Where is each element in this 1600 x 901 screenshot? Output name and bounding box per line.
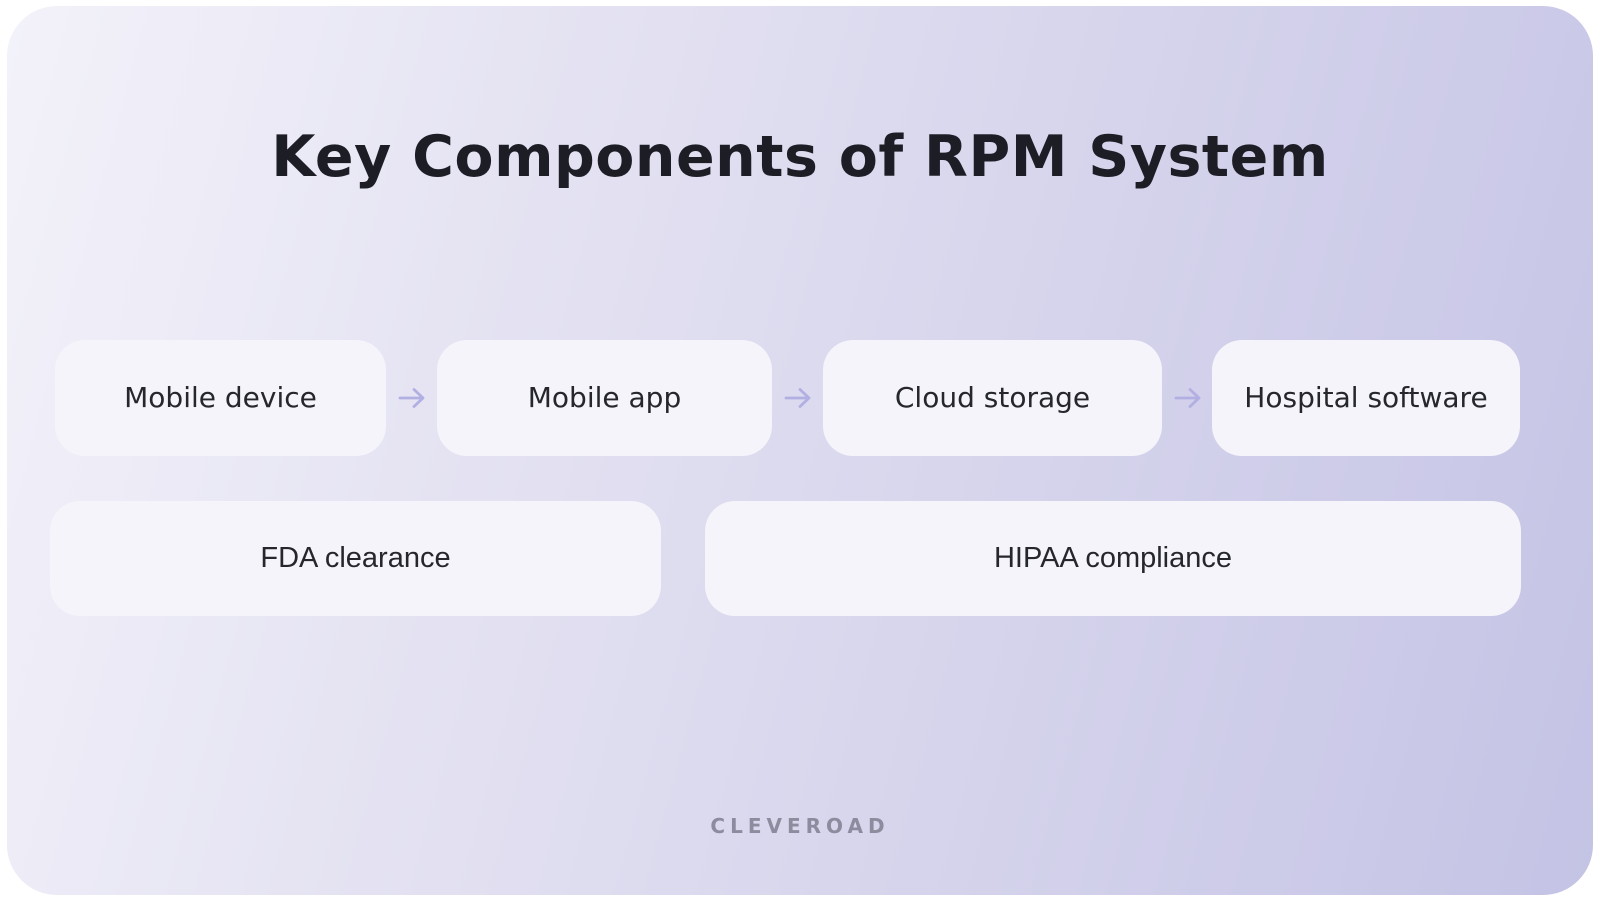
cleveroad-brand-logo: CLEVEROAD	[710, 814, 890, 838]
arrow-right-icon	[396, 384, 430, 412]
arrow-right-icon	[1172, 384, 1206, 412]
rpm-diagram-card: Key Components of RPM System Mobile devi…	[7, 6, 1593, 895]
compliance-box-label: HIPAA compliance	[993, 542, 1233, 574]
flow-box-label: Mobile device	[124, 381, 317, 414]
flow-box-cloud-storage: Cloud storage	[823, 340, 1162, 456]
compliance-box-fda-clearance: FDA clearance	[50, 501, 661, 616]
flow-box-label: Hospital software	[1244, 381, 1488, 414]
flow-box-mobile-app: Mobile app	[437, 340, 772, 456]
compliance-box-hipaa-compliance: HIPAA compliance	[705, 501, 1521, 616]
flow-box-label: Cloud storage	[894, 381, 1091, 414]
flow-box-label: Mobile app	[527, 381, 682, 414]
flow-box-hospital-software: Hospital software	[1212, 340, 1520, 456]
arrow-right-icon	[782, 384, 816, 412]
page-title: Key Components of RPM System	[271, 124, 1329, 191]
flow-box-mobile-device: Mobile device	[55, 340, 386, 456]
compliance-box-label: FDA clearance	[260, 542, 451, 574]
